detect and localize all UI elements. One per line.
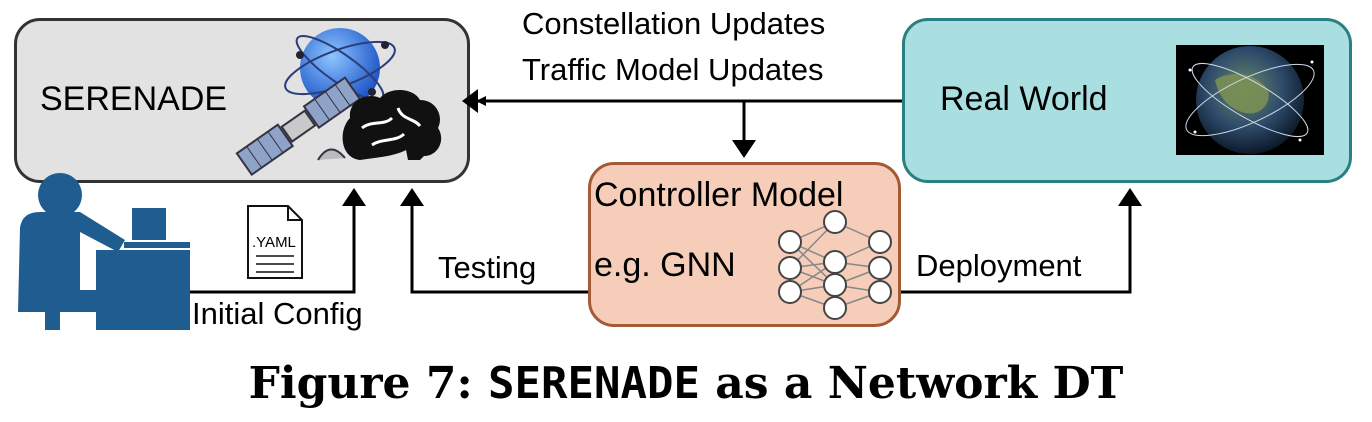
deployment-label: Deployment [916,248,1082,283]
figure-caption: Figure 7: SERENADE as a Network DT [0,358,1372,409]
serenade-label: SERENADE [40,80,228,118]
traffic-model-updates-label: Traffic Model Updates [522,52,824,87]
controller-model-label: Controller Model [594,176,844,214]
testing-arrow [400,188,588,294]
real-world-label: Real World [940,80,1108,118]
initial-config-arrow [190,188,366,294]
yaml-file-label: .YAML [252,234,296,251]
caption-suffix: as a Network DT [699,358,1124,409]
satellite-icon [235,76,362,177]
updates-branch-arrow [732,101,756,158]
initial-config-label: Initial Config [192,296,363,331]
caption-prefix: Figure 7: [248,358,489,409]
controller-model-node [588,162,901,327]
caption-name: SERENADE [488,358,700,409]
constellation-updates-label: Constellation Updates [522,6,826,41]
brain-icon [342,89,442,160]
gnn-label: e.g. GNN [594,246,736,284]
deployment-arrow [901,188,1142,294]
user-at-desk-icon [18,173,190,330]
updates-arrow [462,89,902,113]
yaml-file-icon [247,205,303,279]
neural-network-icon [778,210,892,320]
earth-image [1176,45,1324,155]
testing-label: Testing [438,250,537,285]
